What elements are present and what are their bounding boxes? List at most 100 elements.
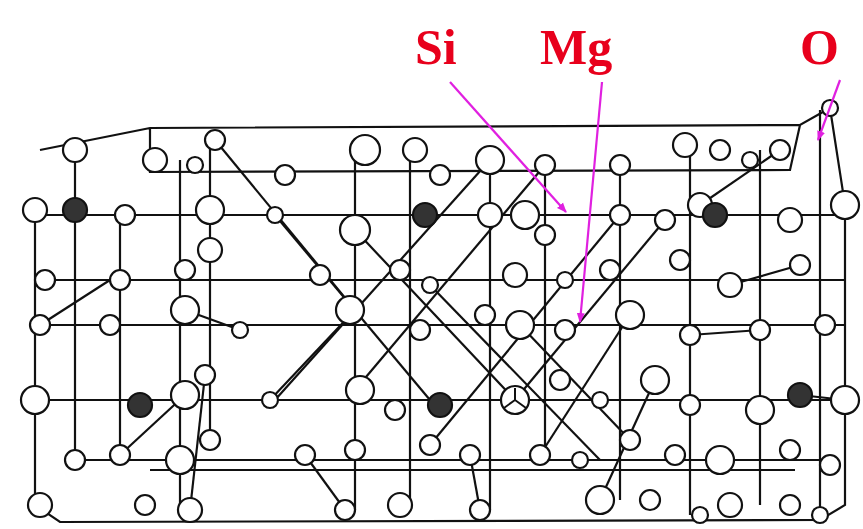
open-atom (390, 260, 410, 280)
bond-line (355, 165, 545, 390)
open-atom (503, 263, 527, 287)
open-atom (460, 445, 480, 465)
leader-line (450, 82, 566, 212)
open-atom (65, 450, 85, 470)
open-atom (110, 445, 130, 465)
open-atom (692, 507, 708, 523)
bond-line (544, 165, 546, 455)
open-atom (388, 493, 412, 517)
open-atom (530, 445, 550, 465)
open-atom (295, 445, 315, 465)
open-atom (790, 255, 810, 275)
open-atom (166, 446, 194, 474)
open-atom (115, 205, 135, 225)
open-atom (680, 395, 700, 415)
open-atom (410, 320, 430, 340)
bond-line (209, 140, 211, 440)
open-atom (820, 455, 840, 475)
open-atom (640, 490, 660, 510)
dark-atom (703, 203, 727, 227)
open-atom (718, 493, 742, 517)
dark-atom (428, 393, 452, 417)
open-atom (665, 445, 685, 465)
element-label: Mg (540, 22, 612, 72)
bond-line (74, 150, 76, 460)
open-atom (275, 165, 295, 185)
open-atom (310, 265, 330, 285)
open-atom (143, 148, 167, 172)
bond-line (700, 150, 780, 205)
open-atom (557, 272, 573, 288)
open-atom (28, 493, 52, 517)
open-atom (171, 381, 199, 409)
open-atom (267, 207, 283, 223)
open-atom (616, 301, 644, 329)
open-atom (600, 260, 620, 280)
open-atom (187, 157, 203, 173)
bond-line (119, 210, 121, 460)
open-atom (110, 270, 130, 290)
open-atom (422, 277, 438, 293)
bond-line (275, 160, 490, 400)
open-atom (511, 201, 539, 229)
open-atom (196, 196, 224, 224)
open-atom (718, 273, 742, 297)
open-atom (135, 495, 155, 515)
open-atom (430, 165, 450, 185)
open-atom (680, 325, 700, 345)
open-atom (673, 133, 697, 157)
element-label: Si (415, 22, 457, 72)
open-atom (655, 210, 675, 230)
open-atom (336, 296, 364, 324)
open-atom (555, 320, 575, 340)
cell-frame (35, 108, 845, 522)
bond-line (430, 215, 620, 445)
dark-atom (413, 203, 437, 227)
dark-atom (128, 393, 152, 417)
leader-line (818, 80, 840, 140)
open-atom (778, 208, 802, 232)
open-atom (205, 130, 225, 150)
open-atom (550, 370, 570, 390)
leader-line (580, 82, 602, 322)
open-atom (23, 198, 47, 222)
open-atom (710, 140, 730, 160)
dark-atom (788, 383, 812, 407)
open-atom (476, 146, 504, 174)
open-atom (21, 386, 49, 414)
open-atom (535, 155, 555, 175)
bond-line (430, 285, 600, 460)
open-atom (470, 500, 490, 520)
open-atom (572, 452, 588, 468)
open-atom (610, 155, 630, 175)
bond-line (540, 315, 630, 455)
open-atom (501, 386, 529, 414)
open-atom (670, 250, 690, 270)
open-atom (475, 305, 495, 325)
open-atom (340, 215, 370, 245)
bond-lines (35, 108, 845, 522)
cell-frame (150, 110, 820, 520)
atoms (21, 100, 859, 523)
bond-line (355, 230, 515, 400)
open-atom (780, 495, 800, 515)
open-atom (620, 430, 640, 450)
open-atom (198, 238, 222, 262)
leader-lines (450, 80, 840, 322)
open-atom (30, 315, 50, 335)
open-atom (831, 386, 859, 414)
open-atom (770, 140, 790, 160)
open-atom (750, 320, 770, 340)
open-atom (610, 205, 630, 225)
open-atom (742, 152, 758, 168)
open-atom (535, 225, 555, 245)
bond-stub (504, 388, 526, 408)
open-atom (178, 498, 202, 522)
open-atom (262, 392, 278, 408)
open-atom (175, 260, 195, 280)
open-atom (232, 322, 248, 338)
bond-line (270, 310, 355, 400)
open-atom (746, 396, 774, 424)
bond-line (275, 215, 430, 400)
open-atom (506, 311, 534, 339)
